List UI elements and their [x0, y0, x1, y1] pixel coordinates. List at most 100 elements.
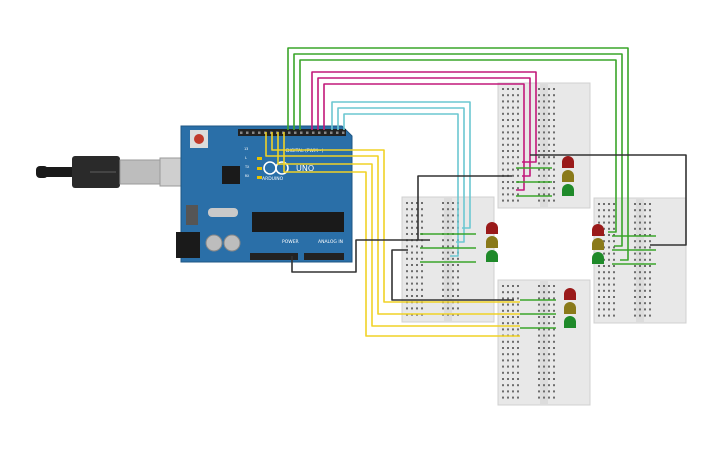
breadboard-hole [639, 308, 641, 311]
breadboard-hole [538, 328, 540, 331]
breadboard-hole [649, 277, 651, 280]
breadboard-hole [411, 295, 413, 297]
breadboard-hole [548, 112, 550, 115]
led-red-north[interactable] [562, 156, 574, 168]
breadboard-hole [608, 271, 610, 274]
breadboard-south[interactable] [497, 279, 591, 406]
wire-green-3[interactable] [299, 59, 617, 233]
breadboard-hole [507, 125, 509, 128]
wire-black-1[interactable] [291, 239, 430, 273]
wire-yellow-4[interactable] [283, 132, 520, 337]
breadboard-hole [613, 308, 615, 311]
header-pin[interactable] [306, 131, 309, 135]
breadboard-hole [543, 396, 545, 399]
wire-green-2[interactable] [293, 53, 623, 247]
breadboard-hole [543, 137, 545, 140]
breadboard-hole [538, 119, 540, 121]
breadboard-hole [447, 226, 449, 229]
breadboard-hole [613, 234, 615, 236]
led-red-west[interactable] [486, 222, 498, 234]
led-yellow-east[interactable] [592, 238, 604, 250]
header-pin[interactable] [300, 131, 303, 135]
header-pin[interactable] [294, 131, 297, 135]
wire-black-3[interactable] [530, 154, 687, 246]
wire-magenta-2[interactable] [317, 77, 531, 177]
breadboard-hole [644, 246, 646, 249]
l-label: L [245, 156, 247, 160]
led-green-north[interactable] [562, 184, 574, 196]
breadboard-hole [608, 277, 610, 280]
breadboard-hole [406, 288, 408, 291]
wire-magenta-3[interactable] [323, 83, 525, 191]
breadboard-hole [512, 347, 514, 349]
breadboard-hole [543, 359, 545, 362]
led-yellow-south[interactable] [564, 302, 576, 314]
wire-cyan-1[interactable] [331, 101, 471, 229]
led-yellow-north[interactable] [562, 170, 574, 182]
breadboard-hole [543, 156, 545, 159]
breadboard-hole [548, 94, 550, 97]
header-pin[interactable] [240, 131, 243, 135]
header-pin[interactable] [324, 131, 327, 135]
breadboard-west[interactable] [401, 196, 495, 323]
breadboard-hole [447, 239, 449, 242]
led-green-south[interactable] [564, 316, 576, 328]
wire-yellow-2[interactable] [265, 132, 520, 315]
capacitor-1 [205, 234, 223, 252]
breadboard-hole [644, 227, 646, 230]
breadboard-hole [517, 303, 519, 306]
wire-black-4[interactable] [391, 249, 514, 301]
header-pin[interactable] [336, 131, 339, 135]
wire-magenta-1[interactable] [311, 71, 537, 163]
breadboard-hole [517, 365, 519, 368]
wire-cyan-2[interactable] [337, 107, 465, 243]
breadboard-hole [538, 125, 540, 128]
breadboard-hole [543, 291, 545, 294]
breadboard-hole [411, 226, 413, 229]
wire-black-2[interactable] [417, 175, 512, 240]
breadboard-hole [421, 220, 423, 223]
breadboard-hole [608, 234, 610, 236]
led-green-east[interactable] [592, 252, 604, 264]
breadboard-hole [502, 378, 504, 380]
breadboard-hole [411, 220, 413, 223]
breadboard-hole [411, 288, 413, 291]
header-pin[interactable] [252, 131, 255, 135]
breadboard-hole [644, 240, 646, 243]
header-pin[interactable] [312, 131, 315, 135]
breadboard-hole [598, 314, 600, 317]
power-jack [176, 232, 200, 258]
arduino-uno-board[interactable]: UNO ARDUINO DIGITAL (PWM~) POWER ANALOG … [176, 125, 353, 263]
led-green-west[interactable] [486, 250, 498, 262]
wire-yellow-1[interactable] [271, 132, 520, 303]
header-pin[interactable] [246, 131, 249, 135]
header-pin[interactable] [318, 131, 321, 135]
led-yellow-west[interactable] [486, 236, 498, 248]
breadboard-hole [406, 270, 408, 273]
usb-cable[interactable] [36, 156, 183, 188]
header-pin[interactable] [330, 131, 333, 135]
breadboard-hole [543, 390, 545, 393]
header-pin[interactable] [342, 131, 345, 135]
breadboard-hole [543, 285, 545, 287]
breadboard-hole [447, 220, 449, 223]
header-pin[interactable] [258, 131, 261, 135]
breadboard-hole [613, 203, 615, 205]
wire-green-1[interactable] [287, 47, 629, 261]
wire-cyan-3[interactable] [343, 113, 459, 257]
breadboard-hole [548, 125, 550, 128]
breadboard-hole [553, 150, 555, 152]
header-pin[interactable] [288, 131, 291, 135]
breadboard-hole [457, 270, 459, 273]
breadboard-hole [452, 282, 454, 285]
breadboard-hole [447, 245, 449, 248]
breadboard-hole [507, 365, 509, 368]
led-red-east[interactable] [592, 224, 604, 236]
wire-yellow-3[interactable] [277, 132, 520, 327]
breadboard-north[interactable] [497, 82, 591, 209]
breadboard-hole [442, 288, 444, 291]
breadboard-east[interactable] [593, 197, 687, 324]
breadboard-hole [613, 314, 615, 317]
breadboard-hole [538, 322, 540, 325]
led-red-south[interactable] [564, 288, 576, 300]
